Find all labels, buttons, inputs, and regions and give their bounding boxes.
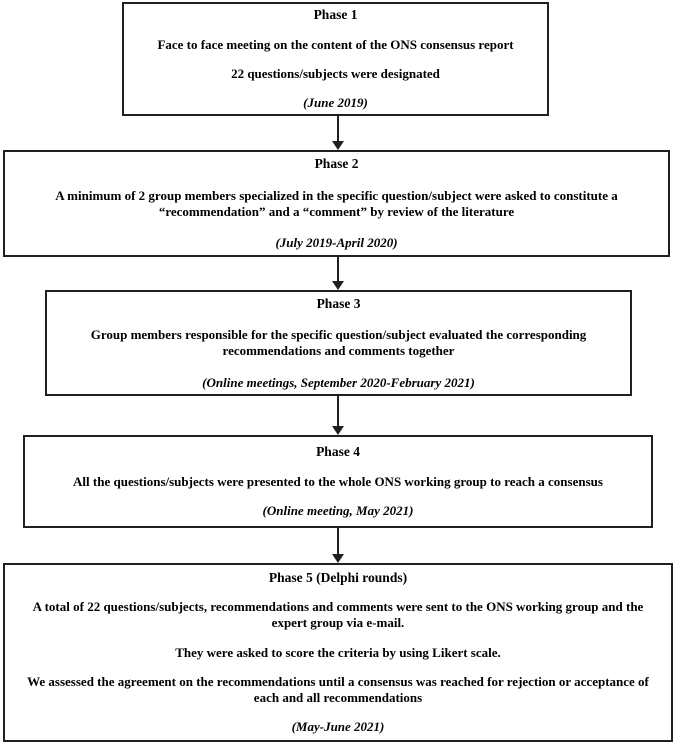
- phase-box-4: Phase 4 All the questions/subjects were …: [23, 435, 653, 528]
- arrow-head: [332, 426, 344, 435]
- phase-box-1: Phase 1 Face to face meeting on the cont…: [122, 2, 549, 116]
- phase-2-line-1: A minimum of 2 group members specialized…: [55, 187, 618, 219]
- phase-5-date: (May-June 2021): [291, 719, 385, 735]
- phase-4-date: (Online meeting, May 2021): [262, 502, 414, 518]
- phase-5-line-2: They were asked to score the criteria by…: [175, 644, 501, 660]
- down-arrow-icon: [330, 257, 346, 290]
- phase-3-line-1: Group members responsible for the specif…: [90, 327, 587, 359]
- arrow-stem: [337, 396, 339, 427]
- phase-3-title: Phase 3: [316, 295, 361, 311]
- down-arrow-icon: [330, 396, 346, 435]
- phase-5-line-1: A total of 22 questions/subjects, recomm…: [32, 599, 644, 631]
- arrow-stem: [337, 116, 339, 142]
- phase-box-3: Phase 3 Group members responsible for th…: [45, 290, 632, 396]
- phase-4-line-1: All the questions/subjects were presente…: [73, 473, 603, 489]
- phase-1-date: (June 2019): [303, 95, 368, 111]
- phase-2-title: Phase 2: [314, 156, 359, 172]
- arrow-stem: [337, 257, 339, 282]
- phase-box-2: Phase 2 A minimum of 2 group members spe…: [3, 150, 670, 257]
- down-arrow-icon: [330, 116, 346, 150]
- arrow-stem: [337, 528, 339, 555]
- phase-2-date: (July 2019-April 2020): [275, 235, 398, 251]
- phase-5-title: Phase 5 (Delphi rounds): [268, 569, 408, 585]
- phase-3-date: (Online meetings, September 2020-Februar…: [202, 374, 475, 390]
- phase-box-5: Phase 5 (Delphi rounds) A total of 22 qu…: [3, 563, 673, 742]
- arrow-head: [332, 141, 344, 150]
- arrow-head: [332, 554, 344, 563]
- phase-5-line-3: We assessed the agreement on the recomme…: [27, 673, 649, 706]
- phase-1-title: Phase 1: [313, 7, 358, 23]
- phase-1-line-1: Face to face meeting on the content of t…: [157, 36, 514, 52]
- phase-1-line-2: 22 questions/subjects were designated: [231, 65, 440, 81]
- phase-4-title: Phase 4: [316, 444, 360, 460]
- arrow-head: [332, 281, 344, 290]
- down-arrow-icon: [330, 528, 346, 563]
